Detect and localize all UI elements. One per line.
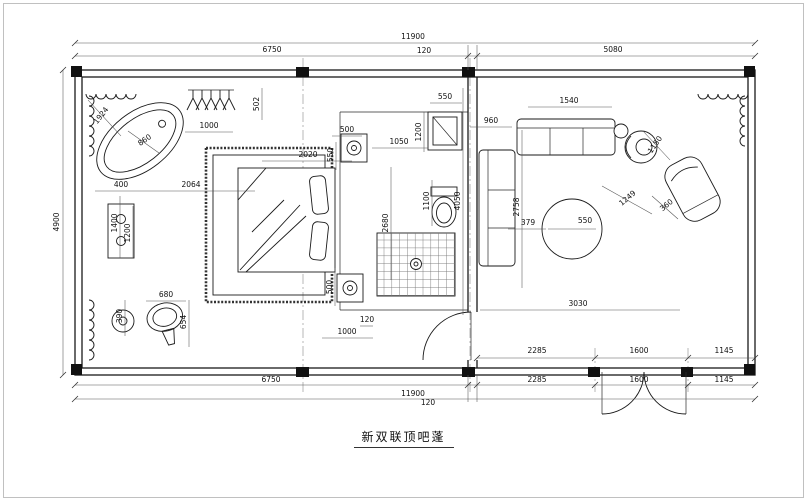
dimension-label: 1000 bbox=[337, 327, 356, 336]
dimension-label: 400 bbox=[114, 180, 129, 189]
dimension-label: 550 bbox=[326, 148, 335, 163]
dimension-label: 1100 bbox=[422, 191, 431, 210]
dimension-label: 379 bbox=[521, 218, 536, 227]
dimension-label: 2020 bbox=[298, 150, 317, 159]
entry-double-door bbox=[601, 371, 687, 415]
dimension-label: 1000 bbox=[199, 121, 218, 130]
hanger-icon bbox=[204, 90, 218, 111]
toilet bbox=[430, 186, 458, 228]
dimension-label: 1540 bbox=[559, 96, 578, 105]
dimension-label: 120 bbox=[421, 398, 436, 407]
hanger-icon bbox=[195, 90, 209, 111]
dimension-label: 550 bbox=[578, 216, 593, 225]
dimension-label: 1200 bbox=[414, 122, 423, 141]
dimension-label: 1600 bbox=[629, 375, 648, 384]
lounge-chair bbox=[664, 156, 721, 222]
dimension-label: 550 bbox=[438, 92, 453, 101]
nightstand-lamps bbox=[336, 133, 368, 303]
dimension-lines bbox=[62, 42, 755, 402]
dimension-label: 120 bbox=[417, 46, 432, 55]
armchair bbox=[624, 130, 658, 164]
dimension-label: 11900 bbox=[401, 389, 425, 398]
dimension-label: 4900 bbox=[52, 212, 61, 231]
dimension-label: 4050 bbox=[453, 191, 462, 210]
stool bbox=[111, 309, 135, 333]
dimension-label: 1050 bbox=[389, 137, 408, 146]
dimension-label: 1200 bbox=[123, 223, 132, 242]
pillows bbox=[309, 175, 329, 261]
dimension-label: 6750 bbox=[261, 375, 280, 384]
dimension-label: 654 bbox=[179, 315, 188, 330]
dimension-label: 1145 bbox=[714, 346, 733, 355]
interior-door bbox=[422, 311, 472, 361]
dimension-label: 5080 bbox=[603, 45, 622, 54]
dimension-label: 500 bbox=[340, 125, 355, 134]
wall-columns bbox=[71, 66, 755, 377]
shower-floor bbox=[376, 232, 456, 297]
dimension-label: 2680 bbox=[381, 213, 390, 232]
wall-scallops bbox=[85, 93, 749, 361]
dimension-label: 680 bbox=[159, 290, 174, 299]
dimension-label: 1249 bbox=[617, 188, 638, 207]
bathtub bbox=[96, 102, 184, 180]
dimension-label: 6750 bbox=[262, 45, 281, 54]
clothes-hangers bbox=[186, 89, 236, 111]
dimension-ticks bbox=[59, 39, 759, 403]
hanger-icon bbox=[186, 90, 200, 111]
dimension-label: 2285 bbox=[527, 375, 546, 384]
dimension-label: 2758 bbox=[512, 197, 521, 216]
pedestal-sink bbox=[146, 302, 184, 346]
sofa bbox=[516, 118, 616, 156]
round-table bbox=[541, 198, 603, 260]
outer-walls bbox=[74, 69, 756, 376]
dimension-label: 960 bbox=[484, 116, 499, 125]
vanity-console bbox=[107, 203, 135, 259]
hanger-icon bbox=[222, 90, 236, 111]
dimension-label: 1400 bbox=[110, 213, 119, 232]
dimension-label: 1145 bbox=[714, 375, 733, 384]
dimension-label: 3030 bbox=[568, 299, 587, 308]
dimension-label: 1924 bbox=[92, 105, 111, 126]
dimension-label: 360 bbox=[658, 197, 675, 213]
chaise-sofa bbox=[478, 149, 516, 267]
dimension-label: 2064 bbox=[181, 180, 200, 189]
dimension-label: 390 bbox=[115, 309, 124, 324]
dimension-label: 2285 bbox=[527, 346, 546, 355]
side-table bbox=[613, 123, 629, 139]
dimension-label: 500 bbox=[325, 280, 334, 295]
dimension-label: 1600 bbox=[629, 346, 648, 355]
dimension-label: 120 bbox=[360, 315, 375, 324]
sheet-border bbox=[3, 3, 804, 498]
hanger-icon bbox=[213, 90, 227, 111]
dimension-label: 502 bbox=[252, 97, 261, 112]
dimension-label: 11900 bbox=[401, 32, 425, 41]
tv-cabinet bbox=[427, 111, 463, 151]
drawing-title: 新双联顶吧蓬 bbox=[353, 428, 454, 448]
bed bbox=[237, 167, 336, 273]
